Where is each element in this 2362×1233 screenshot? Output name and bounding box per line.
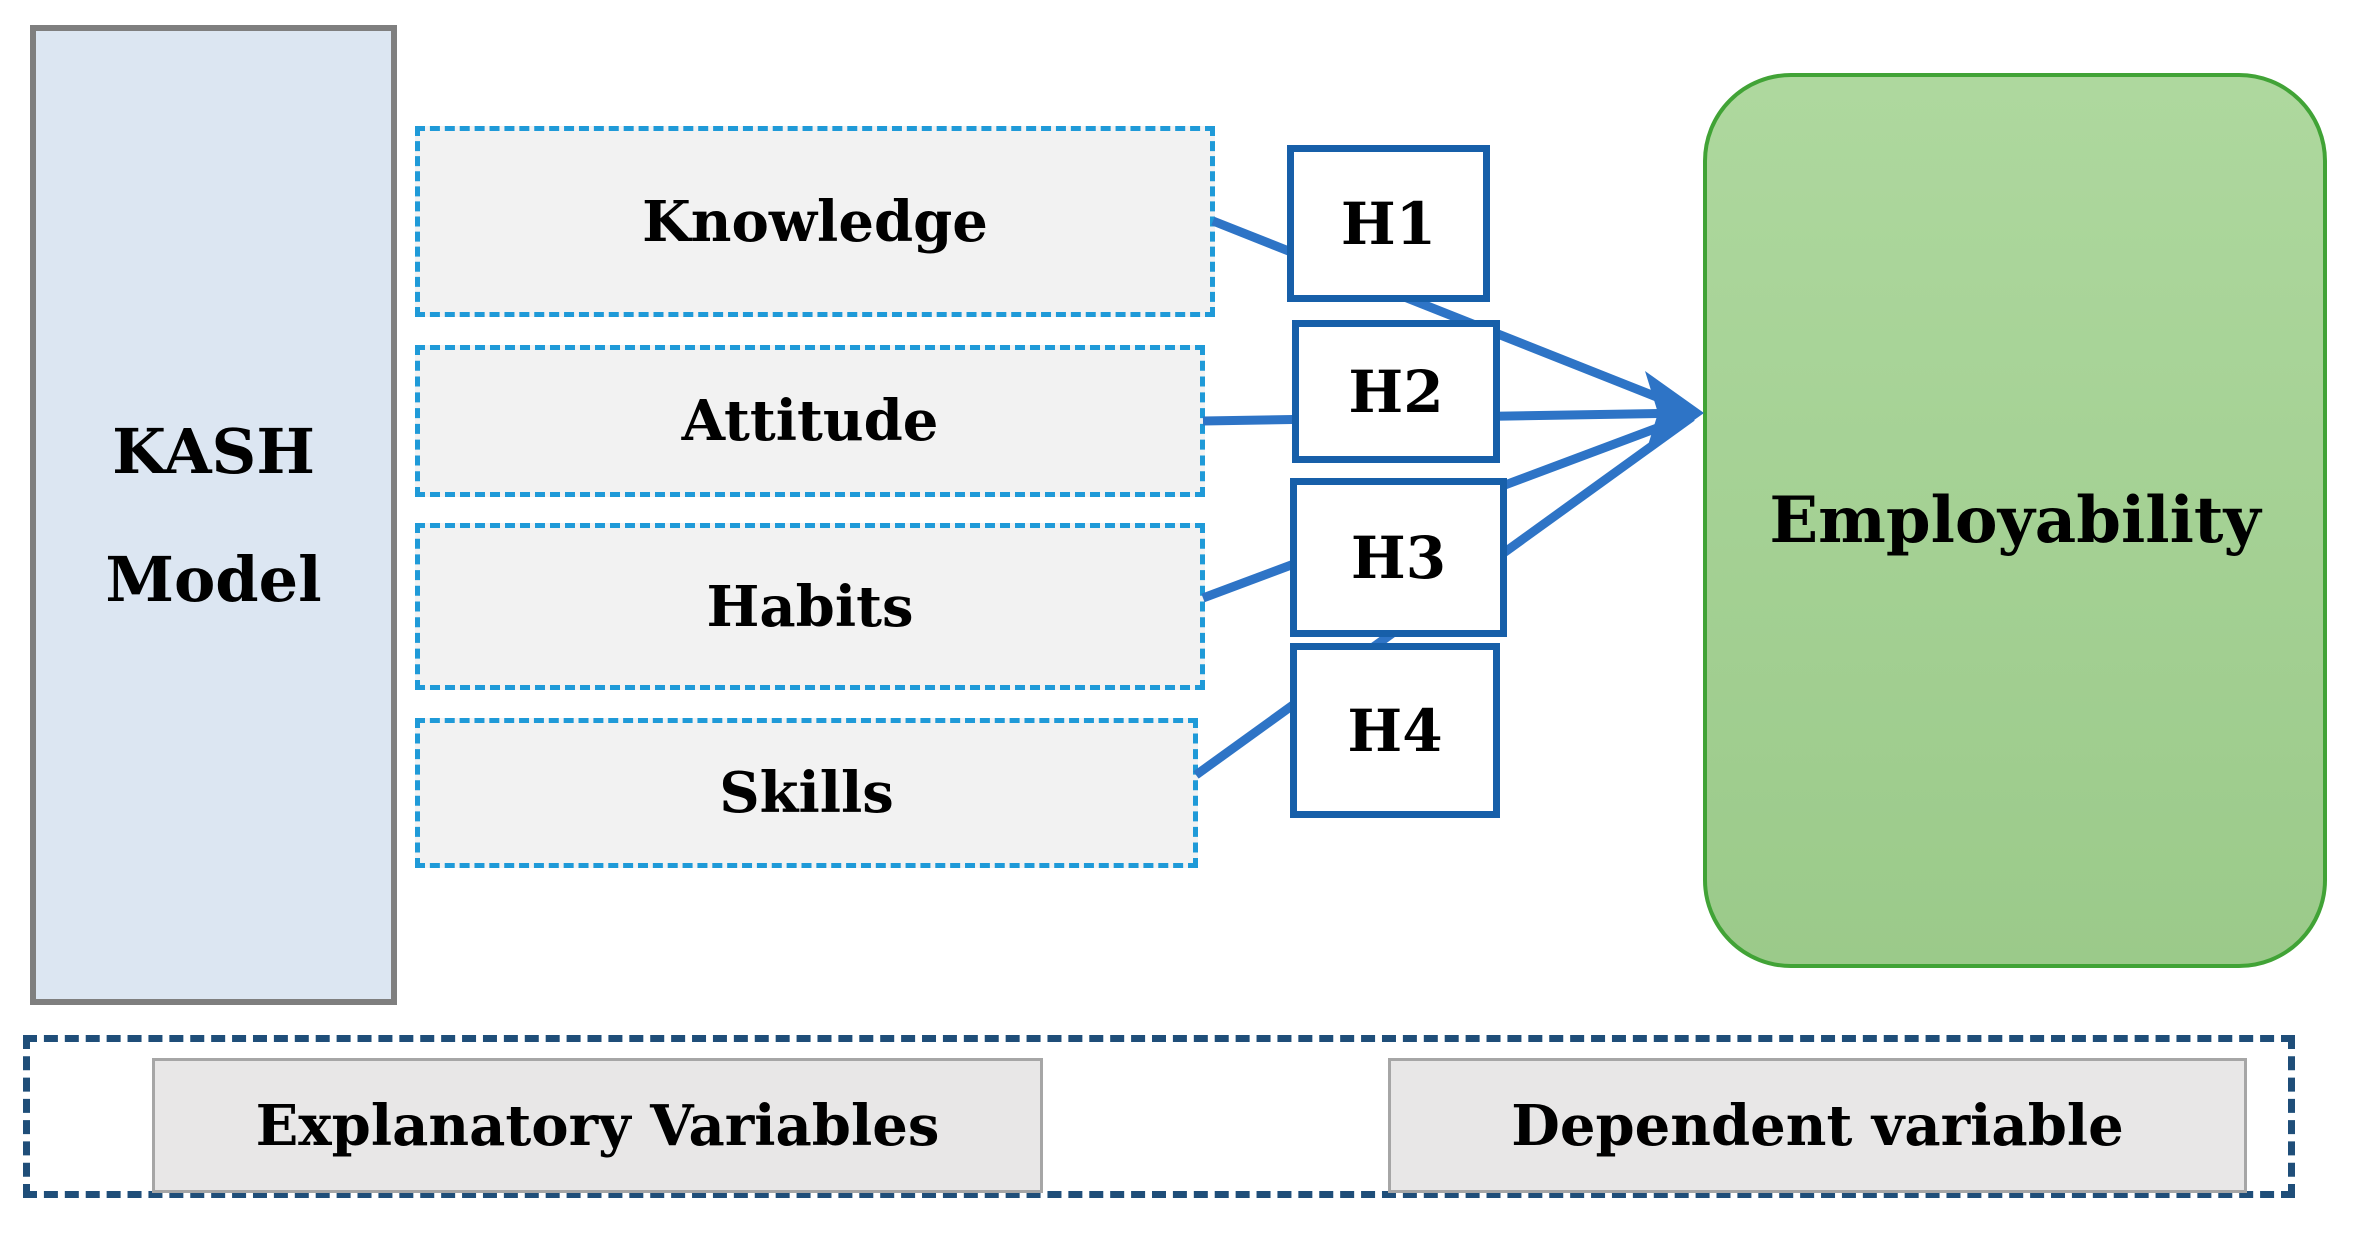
hypothesis-label-h4: H4 <box>1347 696 1443 765</box>
category-box-habits: Habits <box>415 523 1205 690</box>
outcome-label: Employability <box>1769 483 2261 558</box>
arrowhead-icon <box>1645 371 1704 455</box>
outcome-box-employability: Employability <box>1703 73 2327 968</box>
category-label-attitude: Attitude <box>681 388 939 454</box>
hypothesis-label-h1: H1 <box>1340 189 1437 258</box>
category-box-attitude: Attitude <box>415 345 1205 497</box>
kash-model-box: KASH Model <box>30 25 397 1005</box>
kash-model-label-line2: Model <box>105 542 322 616</box>
hypothesis-box-h3: H3 <box>1290 478 1507 637</box>
hypothesis-box-h1: H1 <box>1287 145 1490 302</box>
legend-label-dependent: Dependent variable <box>1511 1092 2124 1159</box>
category-box-knowledge: Knowledge <box>415 126 1215 317</box>
legend-label-explanatory: Explanatory Variables <box>255 1092 940 1159</box>
hypothesis-label-h2: H2 <box>1348 357 1444 426</box>
hypothesis-box-h2: H2 <box>1292 320 1500 463</box>
hypothesis-box-h4: H4 <box>1290 643 1500 818</box>
category-label-skills: Skills <box>719 760 894 826</box>
category-label-habits: Habits <box>706 573 914 640</box>
legend-box-dependent: Dependent variable <box>1388 1058 2247 1193</box>
legend-box-explanatory: Explanatory Variables <box>152 1058 1043 1193</box>
category-box-skills: Skills <box>415 718 1198 868</box>
legend-container: Explanatory Variables Dependent variable <box>23 1035 2295 1198</box>
hypothesis-label-h3: H3 <box>1350 523 1447 592</box>
kash-model-label-line1: KASH <box>112 414 315 488</box>
category-label-knowledge: Knowledge <box>642 188 988 255</box>
